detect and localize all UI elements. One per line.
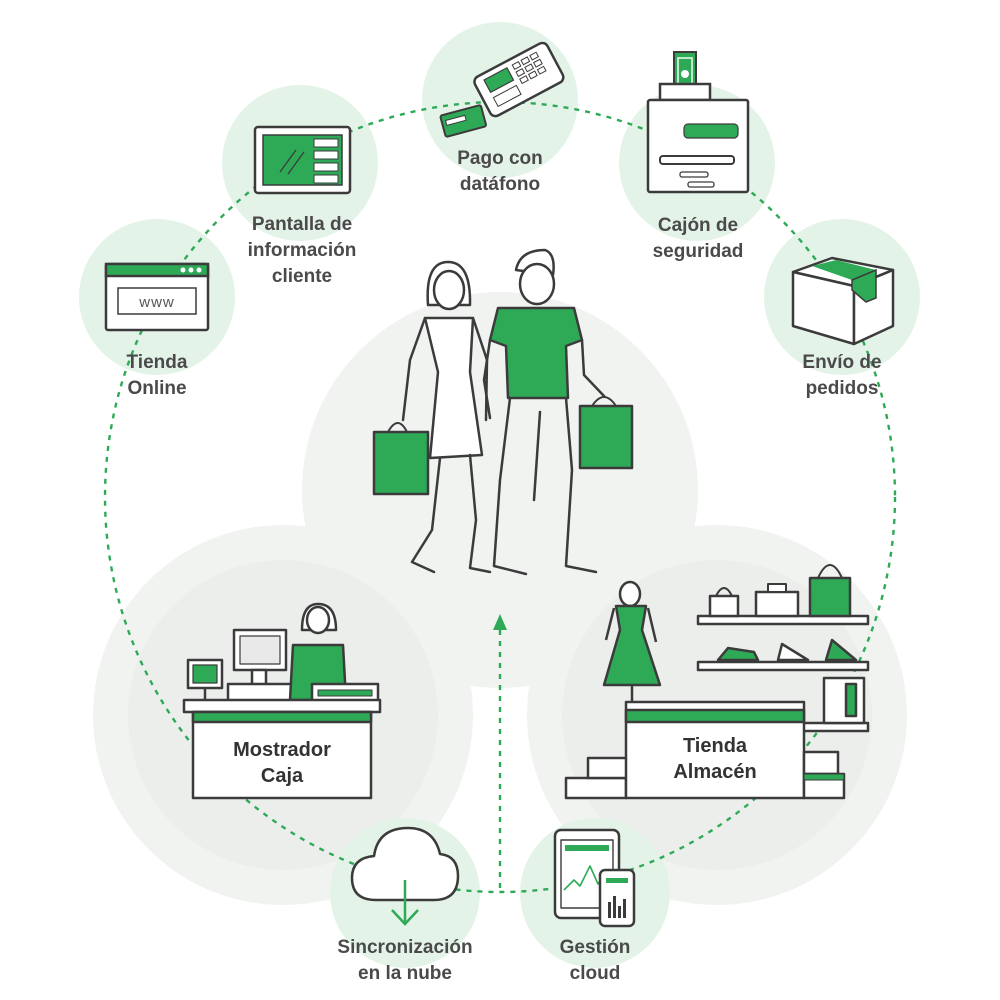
browser-url-text: www (138, 294, 175, 311)
card-terminal-icon (439, 41, 565, 138)
customer-display-icon (253, 125, 352, 195)
label-sincronizacion-nube: Sincronización en la nube (337, 937, 473, 984)
cash-drawer-icon (646, 51, 750, 194)
label-tienda-online: Tienda Online (126, 352, 188, 399)
checkout-counter-illustration (182, 602, 382, 800)
store-warehouse-illustration (564, 564, 870, 800)
shipping-box-icon (791, 256, 895, 346)
label-pago-datafono: Pago con datáfono (457, 148, 543, 195)
label-mostrador-caja: Mostrador Caja (233, 739, 331, 787)
cloud-management-icon (553, 828, 636, 928)
shoppers-illustration (372, 248, 634, 576)
label-gestion-cloud: Gestión cloud (559, 937, 631, 984)
label-tienda-almacen: Tienda Almacén (673, 735, 757, 783)
label-pantalla-informacion: Pantalla de información cliente (247, 214, 357, 287)
cloud-sync-icon (350, 826, 460, 926)
sync-arrow (493, 614, 507, 888)
label-envio-pedidos: Envío de pedidos (802, 352, 882, 399)
label-cajon-seguridad: Cajón de seguridad (652, 215, 744, 262)
browser-window-icon: www (104, 262, 210, 332)
